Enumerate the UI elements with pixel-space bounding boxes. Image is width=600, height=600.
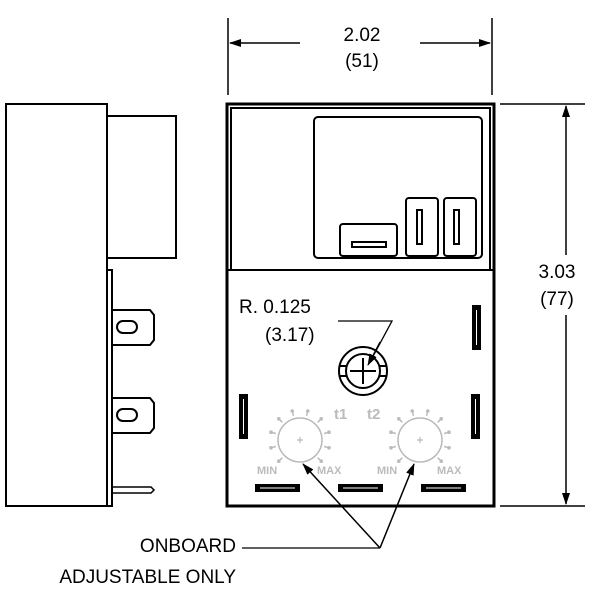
dial-t2-label: t2: [367, 406, 380, 423]
dial-tick-dot: [327, 445, 331, 450]
dial-tick-dot: [269, 430, 273, 435]
side-circuit-board: [106, 269, 113, 507]
dial-tick-dot: [290, 409, 295, 413]
dial-tick-dot: [439, 416, 444, 421]
dial-tick-dot: [269, 445, 273, 450]
dial-tick-dot: [389, 430, 393, 435]
dial-tick-dot: [425, 409, 430, 413]
relay-terminal: [443, 197, 477, 257]
side-tab-terminal: [112, 309, 155, 346]
relay-terminal: [339, 223, 398, 257]
dial-tick-dot: [396, 416, 401, 421]
adjustable-callout: ONBOARD ADJUSTABLE ONLY: [59, 463, 415, 588]
mounting-hole: [338, 346, 388, 396]
front-body: [225, 102, 496, 508]
height-inches: 3.03: [539, 262, 576, 283]
radius-callout: R. 0.125 (3.17): [239, 297, 394, 366]
dial-t1: [269, 409, 331, 464]
dial-t2: [389, 409, 451, 464]
side-pin: [112, 486, 156, 494]
callout-line2: ADJUSTABLE ONLY: [59, 567, 236, 588]
side-relay-housing: [106, 115, 177, 259]
connector-detail: [243, 310, 477, 489]
dial-tick-dot: [327, 430, 331, 435]
front-view: t1 t2 MIN MAX MIN MAX: [225, 102, 496, 508]
width-dimension: 2.02 (51): [227, 18, 493, 95]
dial-t1-max: MAX: [317, 465, 342, 477]
radius-inches: R. 0.125: [239, 297, 311, 318]
dial-tick-dot: [305, 409, 310, 413]
dial-face: [397, 417, 443, 463]
dial-t1-label: t1: [334, 406, 347, 423]
dial-tick-dot: [276, 459, 281, 464]
side-view: [5, 103, 177, 507]
width-inches: 2.02: [344, 25, 381, 46]
radius-mm: (3.17): [265, 325, 315, 346]
width-mm: (51): [345, 51, 379, 72]
dial-tick-dot: [396, 459, 401, 464]
dial-center-mark: [417, 437, 423, 443]
dial-tick-dot: [389, 445, 393, 450]
dial-tick-dot: [319, 459, 324, 464]
dial-tick-dot: [276, 416, 281, 421]
side-body: [5, 103, 108, 507]
relay-terminal: [405, 197, 439, 257]
side-tab-terminal: [112, 397, 155, 434]
dial-center-mark: [297, 437, 303, 443]
dial-tick-dot: [447, 430, 451, 435]
relay: [313, 116, 483, 259]
dial-tick-dot: [410, 409, 415, 413]
dial-t2-max: MAX: [437, 465, 462, 477]
front-cover: [230, 107, 491, 271]
dial-t2-min: MIN: [377, 465, 397, 477]
dial-face: [277, 417, 323, 463]
dial-tick-dot: [439, 459, 444, 464]
height-mm: (77): [540, 289, 574, 310]
dial-tick-dot: [319, 416, 324, 421]
height-dimension: 3.03 (77): [500, 103, 585, 507]
dial-t1-min: MIN: [257, 465, 277, 477]
callout-line1: ONBOARD: [140, 536, 236, 557]
dial-tick-dot: [447, 445, 451, 450]
